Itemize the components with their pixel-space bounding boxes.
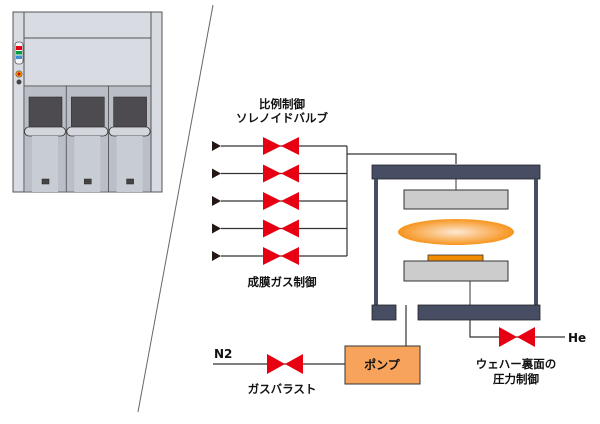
gas-feed-line — [347, 153, 457, 164]
gas-inlet-arrow-icon — [212, 168, 221, 179]
proportional-valve-icon[interactable] — [263, 247, 299, 265]
load-port-indicator — [41, 178, 50, 185]
chamber-bottom-left-plate — [371, 304, 397, 321]
load-ports — [23, 85, 152, 193]
chamber-right-wall — [534, 179, 538, 305]
wafer — [427, 254, 484, 262]
proportional-valve-icon[interactable] — [263, 164, 299, 183]
load-port-window — [28, 96, 63, 128]
gas-inlet-arrow-icon — [212, 141, 221, 151]
he-line — [469, 320, 565, 338]
status-light-red — [16, 46, 22, 50]
gas-line — [212, 164, 347, 183]
wafer-backside-label-line2: 圧力制御 — [493, 372, 539, 386]
process-chamber — [371, 164, 541, 321]
gas-ballast-valve-icon[interactable] — [267, 354, 303, 374]
load-port — [108, 85, 152, 193]
proportional-valve-icon[interactable] — [263, 137, 299, 155]
separator-line — [137, 4, 214, 413]
load-port — [65, 85, 110, 193]
he-label: He — [568, 331, 586, 345]
n2-label: N2 — [214, 347, 232, 361]
chamber-top-plate — [371, 164, 541, 180]
plasma — [398, 219, 514, 245]
upper-electrode — [403, 189, 509, 210]
power-button-icon — [16, 79, 22, 85]
gas-inlet-arrow-icon — [212, 196, 221, 206]
load-port-window — [113, 96, 147, 128]
proportional-valve-icon[interactable] — [263, 219, 299, 238]
gas-line — [212, 137, 347, 155]
load-port-handle[interactable] — [24, 126, 66, 137]
load-port — [23, 85, 67, 193]
status-light-green — [16, 51, 22, 55]
proportional-valve-icon[interactable] — [263, 192, 299, 210]
load-port-indicator — [84, 178, 92, 185]
proportional-valve-label-line2: ソレノイドバルブ — [236, 111, 328, 125]
emergency-stop-center — [17, 72, 21, 76]
pump-label: ポンプ — [364, 357, 401, 372]
gas-line — [212, 192, 347, 210]
load-port-window — [71, 96, 105, 128]
gas-line — [212, 219, 347, 238]
wafer-backside-label-line1: ウェハー裏面の — [476, 357, 557, 371]
load-port-handle[interactable] — [108, 126, 151, 137]
load-port-indicator — [126, 178, 134, 185]
gas-inlet-arrow-icon — [212, 223, 221, 234]
gas-lines — [212, 137, 347, 265]
deposition-gas-control-label: 成膜ガス制御 — [248, 275, 317, 289]
lower-electrode — [403, 260, 509, 282]
load-port-handle[interactable] — [66, 126, 109, 137]
he-valve-icon[interactable] — [499, 327, 535, 347]
chamber-bottom-right-plate — [417, 304, 541, 321]
proportional-valve-label-line1: 比例制御 — [259, 97, 305, 111]
equipment-illustration — [12, 11, 163, 193]
gas-ballast-label: ガスバラスト — [248, 382, 317, 396]
signal-tower-icon — [14, 41, 24, 65]
gas-inlet-arrow-icon — [212, 251, 221, 261]
pump-box[interactable] — [344, 345, 421, 385]
gas-line — [212, 247, 347, 265]
chamber-left-wall — [374, 179, 378, 305]
status-light-blue — [16, 55, 22, 59]
